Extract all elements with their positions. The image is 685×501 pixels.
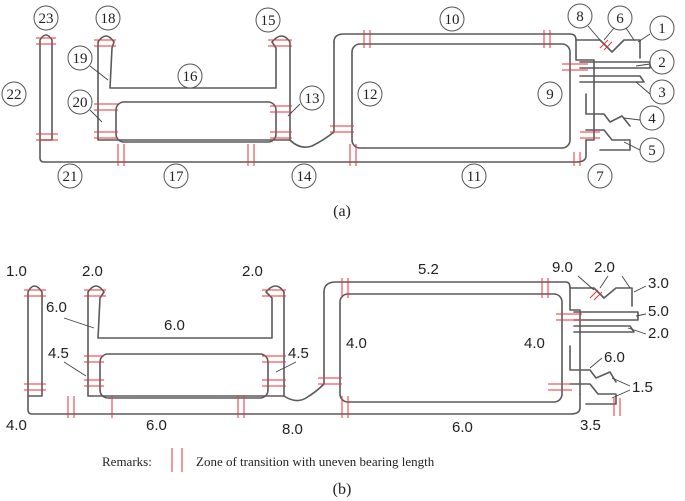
value-6-0-a: 6.0 [604,349,625,366]
label-8: 8 [567,3,593,29]
svg-text:16: 16 [183,69,199,85]
svg-text:22: 22 [7,87,22,103]
label-7: 7 [587,163,613,189]
value-6-0-e: 6.0 [452,419,473,436]
region-labels-a: 1 2 3 4 5 6 7 8 9 10 11 12 13 14 15 16 1… [1,3,675,189]
svg-text:11: 11 [467,169,481,185]
value-6-0-c: 6.0 [164,317,185,334]
value-1-5: 1.5 [632,379,653,396]
caption-a: (a) [333,203,351,220]
svg-text:10: 10 [445,12,460,28]
value-2-0-a: 2.0 [82,263,103,280]
remarks-legend: Remarks: Zone of transition with uneven … [102,448,435,472]
svg-text:14: 14 [297,169,313,185]
svg-text:15: 15 [261,13,276,29]
value-3-0: 3.0 [648,275,669,292]
value-2-0-d: 2.0 [648,325,669,342]
transition-zones-b [24,278,621,418]
svg-text:17: 17 [169,169,185,185]
label-11: 11 [461,163,487,189]
value-4-5-b: 4.5 [288,345,309,362]
svg-text:2: 2 [658,55,666,71]
label-1: 1 [649,15,675,41]
svg-text:4: 4 [648,111,656,127]
label-3: 3 [649,79,675,105]
svg-text:8: 8 [576,9,584,25]
label-23: 23 [33,5,59,31]
label-16: 16 [177,63,203,89]
value-4-0-c: 4.0 [6,417,27,434]
label-19: 19 [67,45,93,71]
value-4-5-a: 4.5 [48,345,69,362]
label-6: 6 [607,5,633,31]
value-3-5: 3.5 [580,417,601,434]
svg-text:19: 19 [73,51,88,67]
label-12: 12 [357,81,383,107]
label-22: 22 [1,81,27,107]
label-2: 2 [649,49,675,75]
svg-text:23: 23 [39,11,54,27]
label-9: 9 [537,81,563,107]
label-14: 14 [291,163,317,189]
profile-outline-a [39,33,651,163]
svg-text:9: 9 [546,87,554,103]
value-5-0: 5.0 [648,303,669,320]
svg-text:21: 21 [63,169,78,185]
value-8-0: 8.0 [282,421,303,438]
label-18: 18 [95,5,121,31]
label-15: 15 [255,7,281,33]
caption-b: (b) [333,481,352,498]
profile-outline-b [27,281,639,415]
remarks-label: Remarks: [102,454,152,469]
value-4-0-b: 4.0 [524,335,545,352]
value-5-2: 5.2 [418,261,439,278]
remarks-text: Zone of transition with uneven bearing l… [196,454,435,469]
value-1-0: 1.0 [6,263,27,280]
svg-text:20: 20 [73,95,88,111]
svg-text:7: 7 [596,169,604,185]
label-4: 4 [639,105,665,131]
svg-text:1: 1 [658,21,666,37]
value-2-0-c: 2.0 [594,259,615,276]
svg-text:12: 12 [363,87,378,103]
label-17: 17 [163,163,189,189]
label-10: 10 [439,6,465,32]
svg-text:18: 18 [101,11,116,27]
label-21: 21 [57,163,83,189]
svg-text:5: 5 [648,143,656,159]
label-5: 5 [639,137,665,163]
svg-text:6: 6 [616,11,624,27]
value-6-0-b: 6.0 [46,299,67,316]
value-6-0-d: 6.0 [146,417,167,434]
svg-text:13: 13 [305,91,320,107]
value-9-0: 9.0 [552,259,573,276]
value-4-0-a: 4.0 [346,335,367,352]
value-2-0-b: 2.0 [242,263,263,280]
label-20: 20 [67,89,93,115]
svg-text:3: 3 [658,85,666,101]
bearing-values-b: 1.0 2.0 2.0 5.2 9.0 2.0 3.0 5.0 2.0 6.0 … [6,259,669,438]
label-13: 13 [299,85,325,111]
transition-zones-a [36,30,613,166]
